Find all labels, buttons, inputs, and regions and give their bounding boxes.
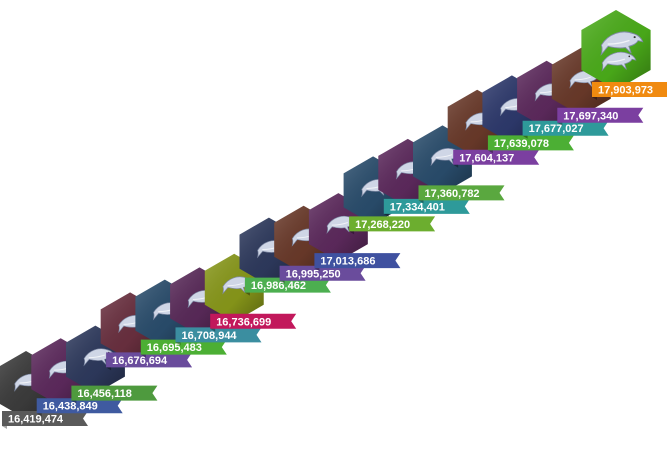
value-tag-1: 16,438,849	[36, 398, 123, 417]
value-tag-fold	[140, 354, 146, 358]
value-label: 16,736,699	[216, 316, 271, 328]
value-label: 16,986,462	[251, 280, 306, 292]
value-tag-ribbon	[106, 352, 193, 368]
value-label: 17,604,137	[459, 152, 514, 164]
value-tag-4: 16,695,483	[140, 339, 227, 358]
value-label: 16,995,250	[286, 268, 341, 280]
value-tag-14: 17,639,078	[487, 135, 574, 154]
value-tag-9: 17,013,686	[314, 253, 401, 272]
value-tag-12: 17,360,782	[418, 185, 505, 204]
value-tag-fold	[522, 135, 528, 139]
value-label: 17,697,340	[563, 110, 618, 122]
value-tag-ribbon	[279, 265, 366, 281]
value-tag-ribbon	[557, 107, 644, 123]
value-tag-fold	[487, 150, 493, 154]
value-tag-3: 16,676,694	[106, 352, 193, 371]
value-tag-fold	[106, 367, 112, 371]
value-label: 17,639,078	[494, 138, 549, 150]
value-tag-2: 16,456,118	[71, 385, 158, 404]
value-tag-fold	[2, 426, 7, 429]
value-tag-13: 17,604,137	[453, 149, 540, 168]
hexagon-layer	[0, 10, 651, 419]
value-tag-ribbon	[349, 216, 436, 232]
value-tag-5: 16,708,944	[175, 327, 262, 346]
value-tag-ribbon	[71, 385, 158, 401]
value-tag-8: 16,995,250	[279, 265, 366, 284]
value-label: 17,268,220	[355, 219, 410, 231]
value-label: 17,360,782	[425, 188, 480, 200]
value-tag-ribbon	[36, 398, 123, 414]
value-label: 16,419,474	[8, 414, 64, 426]
value-label: 16,676,694	[112, 355, 168, 367]
value-tag-7: 16,986,462	[244, 277, 331, 296]
value-label: 16,438,849	[43, 401, 98, 413]
value-tag-16: 17,697,340	[557, 107, 644, 126]
value-tag-ribbon	[592, 82, 667, 97]
value-tag-ribbon	[418, 185, 505, 201]
value-tag-fold	[279, 280, 285, 284]
value-tag-17: 17,903,973	[592, 82, 667, 100]
value-tag-fold	[453, 164, 459, 168]
value-tag-6: 16,736,699	[210, 313, 297, 332]
value-tag-ribbon	[522, 120, 609, 136]
value-tag-fold	[36, 413, 42, 417]
value-tag-15: 17,677,027	[522, 120, 609, 139]
value-tag-fold	[592, 97, 597, 100]
value-tag-fold	[383, 213, 389, 217]
value-label: 17,013,686	[320, 256, 375, 268]
value-tag-10: 17,268,220	[349, 216, 436, 235]
value-tag-11: 17,334,401	[383, 198, 470, 217]
value-tag-ribbon	[140, 339, 227, 355]
value-label: 16,695,483	[147, 342, 202, 354]
value-tag-fold	[244, 292, 250, 296]
value-label: 17,334,401	[390, 201, 445, 213]
value-label: 17,903,973	[598, 85, 653, 97]
value-tag-fold	[349, 231, 355, 235]
value-tag-ribbon	[175, 327, 262, 343]
value-tag-ribbon	[487, 135, 574, 151]
value-tag-ribbon	[453, 149, 540, 165]
value-label: 16,456,118	[77, 388, 131, 400]
value-label: 17,677,027	[529, 123, 584, 135]
value-tag-fold	[175, 342, 181, 346]
value-tag-ribbon	[210, 313, 297, 329]
value-tag-ribbon	[2, 411, 88, 426]
value-tag-fold	[210, 328, 216, 332]
value-tag-fold	[418, 200, 424, 204]
value-label: 16,708,944	[182, 330, 238, 342]
value-tag-fold	[71, 400, 77, 404]
hexagon-shade-17	[581, 10, 651, 90]
value-tag-ribbon	[314, 253, 401, 269]
value-tag-fold	[557, 122, 563, 126]
hexagon-bar-17	[581, 10, 651, 90]
value-tag-ribbon	[244, 277, 331, 293]
value-tag-0: 16,419,474	[2, 411, 88, 429]
value-tag-ribbon	[383, 198, 470, 214]
value-tag-fold	[314, 268, 320, 272]
